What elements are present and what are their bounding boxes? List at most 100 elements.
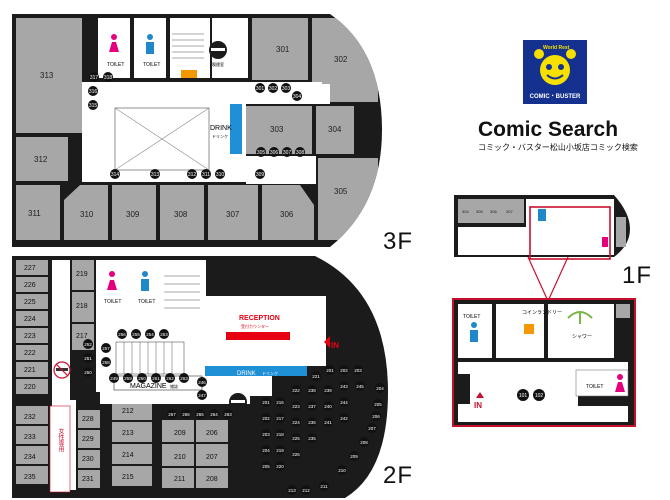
svg-text:205: 205: [374, 402, 382, 407]
svg-text:304: 304: [293, 94, 302, 100]
svg-text:263: 263: [180, 376, 188, 381]
svg-text:311: 311: [202, 172, 210, 178]
zoom-connector: [527, 256, 569, 302]
entrance-marker: IN: [324, 336, 339, 350]
svg-text:雑誌: 雑誌: [170, 383, 178, 389]
svg-text:235: 235: [308, 436, 316, 441]
svg-text:228: 228: [82, 416, 94, 423]
svg-text:205: 205: [262, 464, 270, 469]
svg-text:203: 203: [354, 368, 362, 373]
left-rooms[interactable]: [16, 260, 228, 488]
svg-text:209: 209: [350, 454, 358, 459]
seat-2f[interactable]: 256 255 254 253 252 251 250 257 258 249 …: [83, 329, 385, 495]
room-306[interactable]: [262, 185, 314, 240]
svg-text:237: 237: [308, 404, 316, 409]
toilet-label: TOILET: [138, 299, 155, 305]
svg-text:210: 210: [338, 468, 346, 473]
room-308[interactable]: [160, 185, 204, 240]
room-309[interactable]: [112, 185, 156, 240]
room-304[interactable]: [316, 106, 354, 154]
svg-text:306: 306: [280, 210, 294, 219]
svg-text:301: 301: [256, 86, 265, 92]
svg-text:304: 304: [462, 209, 469, 214]
toilet-label-2: TOILET: [586, 384, 603, 390]
svg-text:317: 317: [90, 75, 99, 81]
logo-text: COMIC・BUSTER: [529, 94, 581, 100]
svg-text:303: 303: [282, 86, 291, 92]
svg-text:203: 203: [262, 432, 270, 437]
floor-1-detail: TOILET コインランドリー シャワー TOILET IN 101 102: [452, 298, 636, 427]
svg-text:257: 257: [102, 346, 110, 351]
svg-text:230: 230: [82, 456, 94, 463]
svg-text:265: 265: [196, 412, 204, 417]
svg-text:World Rest: World Rest: [543, 45, 570, 51]
svg-text:261: 261: [152, 376, 160, 381]
svg-text:218: 218: [76, 303, 88, 310]
entrance-marker: IN: [474, 392, 484, 410]
svg-text:305: 305: [257, 150, 266, 156]
svg-text:313: 313: [40, 71, 54, 80]
svg-text:213: 213: [288, 488, 296, 493]
svg-text:231: 231: [82, 476, 94, 483]
svg-text:208: 208: [206, 476, 218, 483]
room-313[interactable]: [16, 18, 82, 133]
room-303[interactable]: [246, 106, 312, 154]
drink-label: DRINK: [210, 125, 232, 132]
room-301[interactable]: [252, 18, 308, 80]
svg-text:206: 206: [206, 430, 218, 437]
svg-text:229: 229: [82, 436, 94, 443]
svg-text:IN: IN: [474, 401, 482, 410]
svg-text:224: 224: [292, 420, 300, 425]
smoking-room-icon: [229, 393, 247, 411]
svg-text:202: 202: [340, 368, 348, 373]
svg-text:253: 253: [160, 332, 168, 337]
svg-text:240: 240: [324, 404, 332, 409]
smoking-icon: [53, 361, 71, 379]
room-305[interactable]: [318, 158, 378, 240]
seat-1f[interactable]: 101 102: [517, 389, 545, 401]
svg-text:224: 224: [24, 316, 36, 323]
svg-text:IN: IN: [331, 341, 339, 350]
room-307[interactable]: [208, 185, 258, 240]
seat-3f[interactable]: 317 318 316 315 301 302 303 304 305 306 …: [88, 72, 305, 179]
laundry-icon: [524, 324, 534, 334]
svg-text:306: 306: [270, 150, 279, 156]
svg-text:236: 236: [308, 420, 316, 425]
svg-text:211: 211: [174, 476, 185, 483]
floor-3-map: TOILET TOILET 喫煙室 プロジェクタールーム プロジェクタールーム …: [12, 7, 382, 247]
svg-text:318: 318: [104, 75, 113, 81]
page-title: Comic Search: [478, 118, 619, 141]
svg-text:303: 303: [270, 125, 284, 134]
svg-text:221: 221: [24, 367, 36, 374]
room-311[interactable]: [16, 185, 60, 240]
svg-text:225: 225: [292, 436, 300, 441]
smoking-icon: [209, 41, 227, 59]
svg-text:220: 220: [276, 464, 284, 469]
drink-label: DRINK: [237, 371, 256, 377]
svg-text:262: 262: [166, 376, 174, 381]
svg-text:238: 238: [308, 388, 316, 393]
svg-text:305: 305: [334, 187, 348, 196]
svg-text:204: 204: [262, 448, 270, 453]
svg-text:217: 217: [276, 416, 284, 421]
svg-text:266: 266: [182, 412, 190, 417]
svg-text:302: 302: [334, 55, 348, 64]
svg-text:204: 204: [376, 386, 384, 391]
svg-text:226: 226: [24, 282, 36, 289]
svg-text:222: 222: [292, 388, 300, 393]
svg-text:301: 301: [276, 45, 290, 54]
svg-text:309: 309: [256, 172, 265, 178]
room-312[interactable]: [16, 137, 68, 181]
page-subtitle: コミック・バスター松山小坂店コミック検索: [478, 143, 638, 152]
comic-buster-logo[interactable]: World Rest COMIC・BUSTER: [523, 40, 587, 104]
svg-text:211: 211: [320, 484, 328, 489]
svg-text:101: 101: [519, 393, 528, 399]
svg-text:305: 305: [476, 209, 483, 214]
men-toilet-icon: [141, 271, 149, 291]
svg-text:255: 255: [132, 332, 140, 337]
svg-text:217: 217: [76, 333, 88, 340]
shower-label: シャワー: [572, 334, 592, 340]
svg-text:313: 313: [151, 172, 160, 178]
room-310[interactable]: [64, 185, 108, 240]
